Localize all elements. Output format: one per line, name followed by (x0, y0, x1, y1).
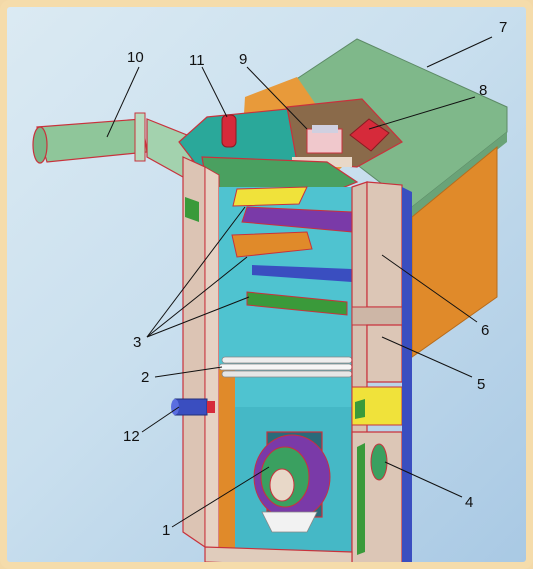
heating-unit-cutaway-diagram: 10 11 9 7 8 6 5 4 3 2 12 1 (32, 19, 508, 562)
panel-5 (366, 324, 403, 383)
pipe-left-end (32, 126, 48, 164)
panel-6-divider (351, 306, 403, 326)
component-12-flange (207, 401, 215, 413)
label-10: 10 (127, 49, 144, 66)
component-12-pipe (174, 398, 208, 416)
burner-base-tray (261, 511, 318, 533)
label-5: 5 (477, 376, 485, 393)
pipe-left-segment (36, 118, 148, 163)
pipe-clamp (134, 112, 146, 162)
label-11: 11 (189, 52, 205, 69)
baffle-plate-green (246, 291, 348, 316)
orange-vertical-strip (219, 367, 235, 552)
roof-front-edge (412, 132, 507, 217)
baffle-plate-blue (252, 265, 352, 282)
baffle-plate-yellow (232, 186, 308, 207)
label-6: 6 (481, 322, 489, 339)
label-1: 1 (162, 522, 170, 539)
label-4: 4 (465, 494, 473, 511)
panel-6 (366, 181, 403, 308)
panel-4-oval-opening (370, 443, 388, 481)
component-9-top (312, 125, 338, 133)
blue-back-edge (402, 187, 412, 562)
baffle-plate-orange (231, 231, 313, 258)
burner-core (269, 468, 295, 502)
grate-bars (218, 356, 353, 378)
leader-lines (106, 36, 493, 528)
tower-left-green-insert (185, 197, 199, 222)
label-12: 12 (123, 428, 140, 445)
component-12-pipe-end (171, 399, 179, 415)
label-7: 7 (499, 19, 507, 36)
green-mid-insert (355, 399, 365, 419)
tower-left-inner (204, 166, 220, 553)
tower-floor (204, 546, 353, 562)
label-3: 3 (133, 334, 141, 351)
label-2: 2 (141, 369, 149, 386)
component-8-red-block (349, 118, 390, 152)
panel-4-green-insert (357, 443, 365, 555)
label-8: 8 (479, 82, 487, 99)
label-9: 9 (239, 51, 247, 68)
component-11-red-post (221, 114, 237, 148)
